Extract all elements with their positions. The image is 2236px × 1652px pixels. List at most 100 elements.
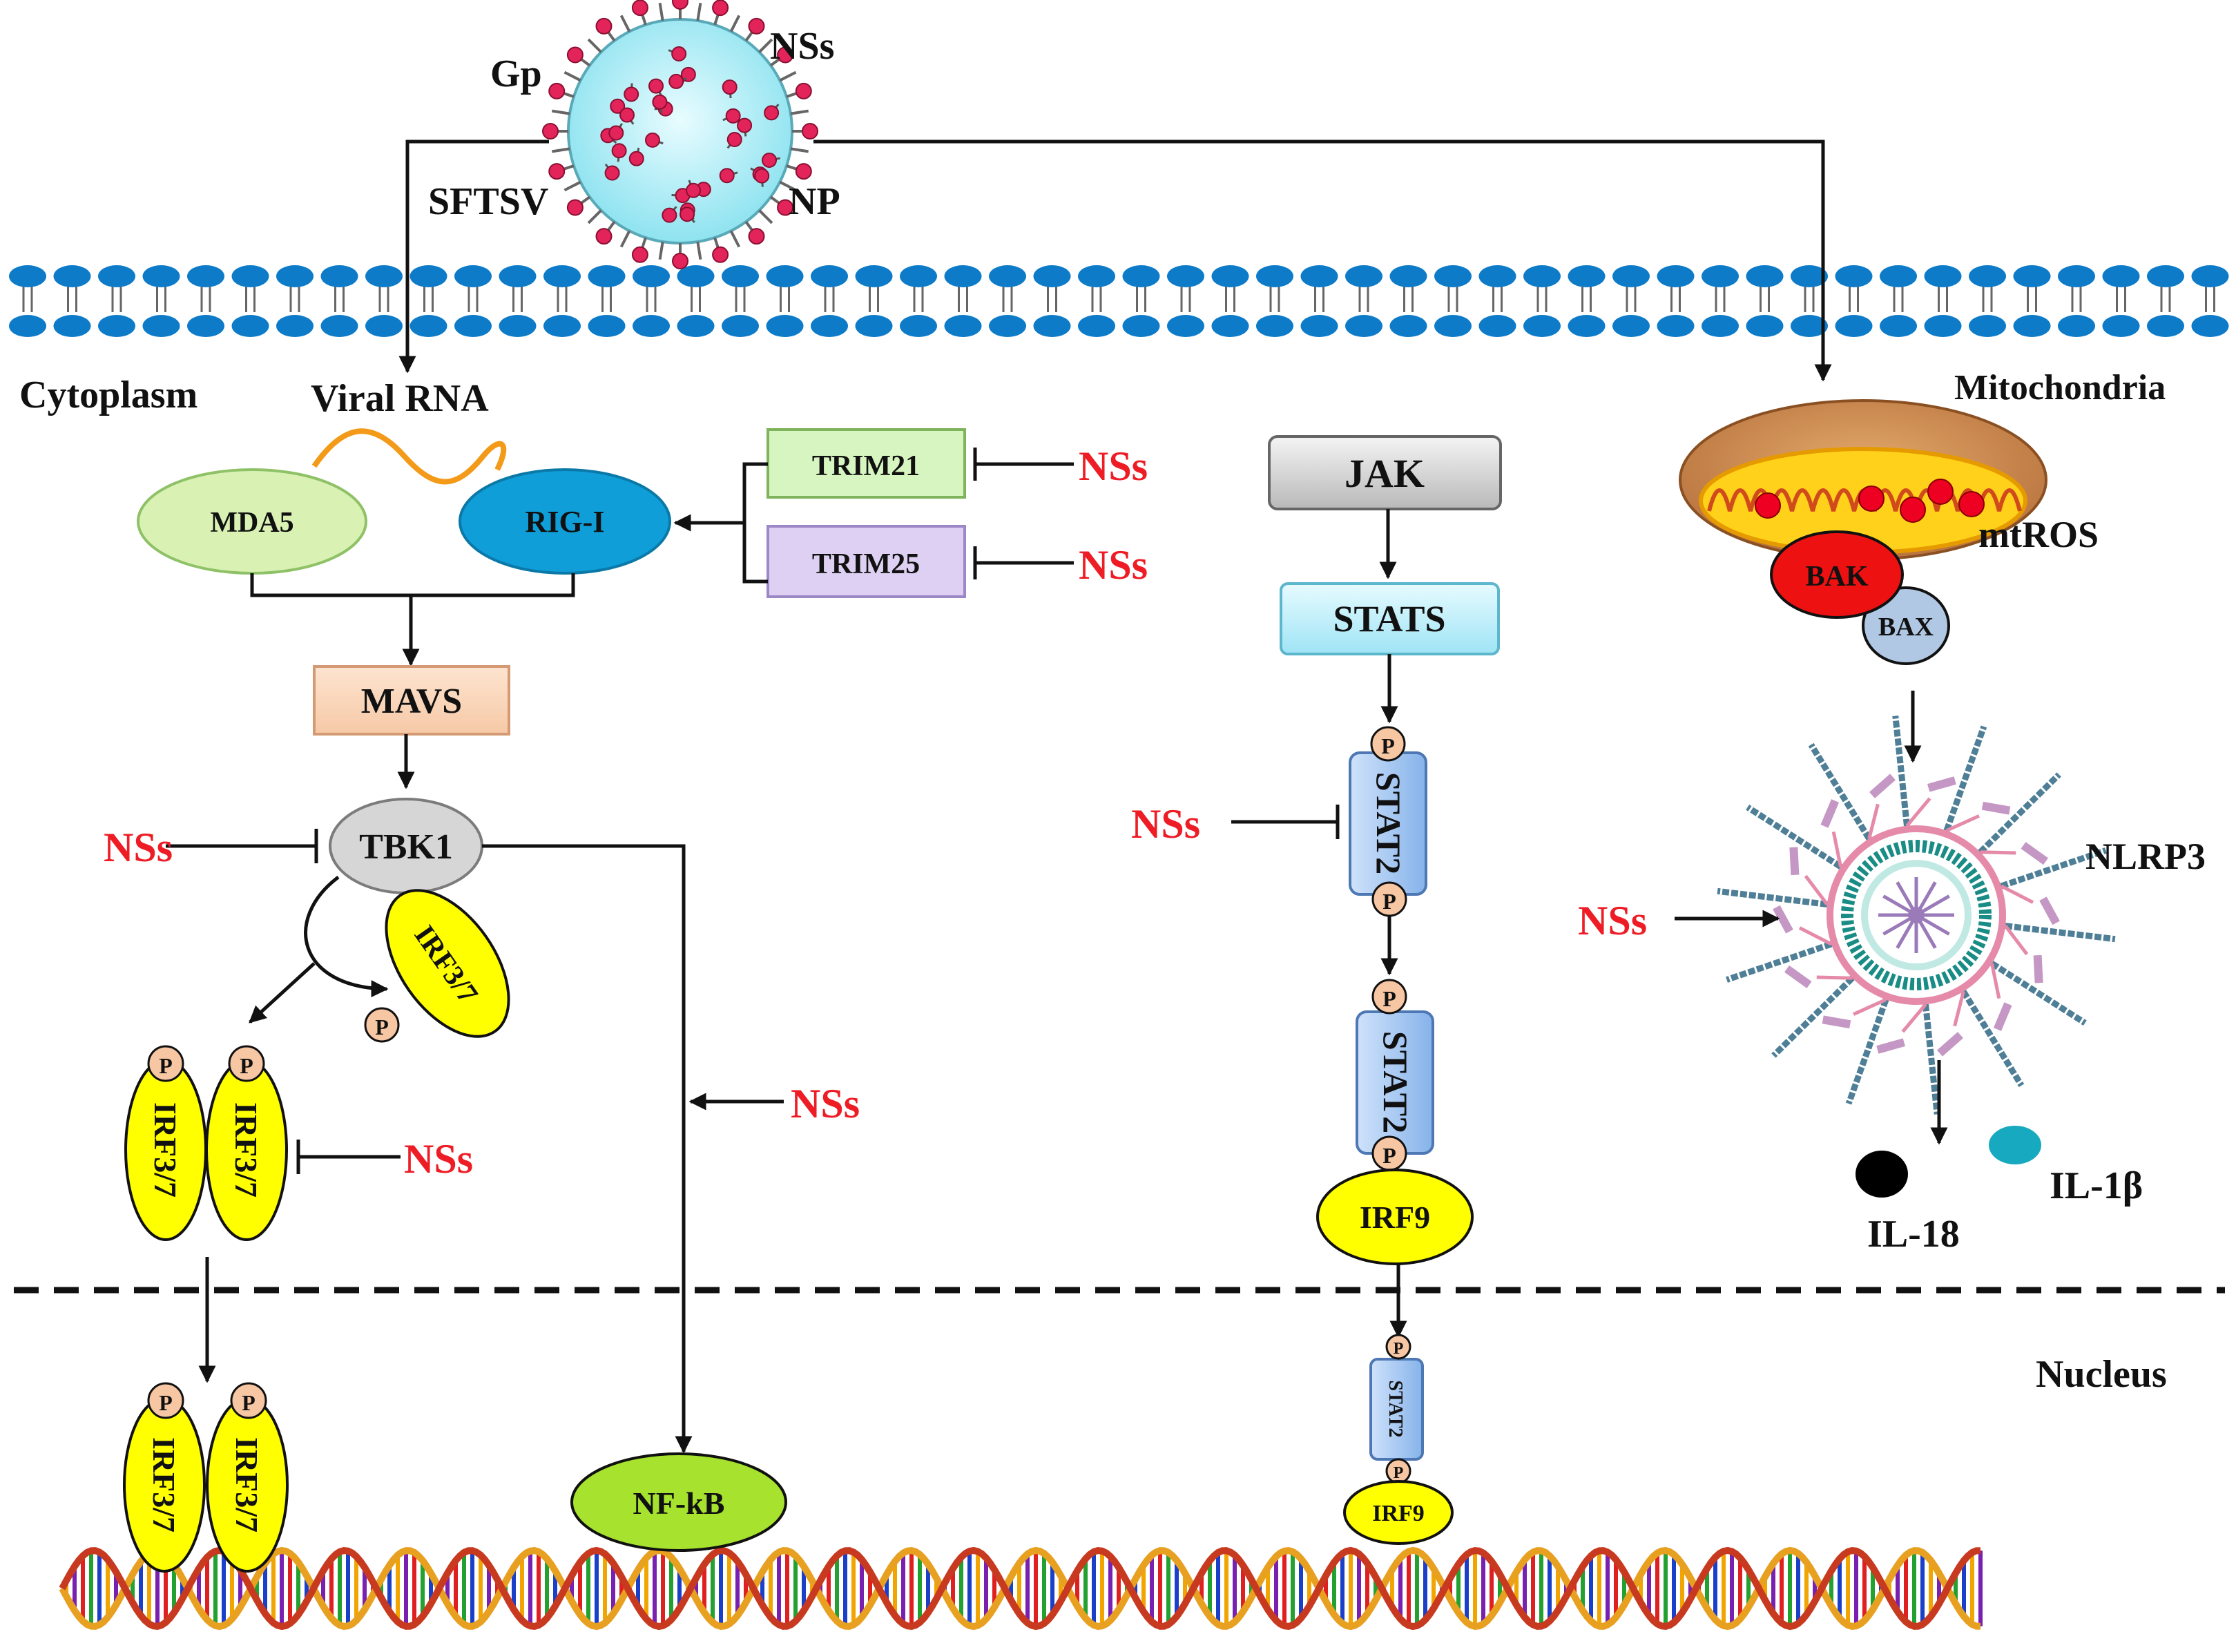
lipid-head: [989, 315, 1026, 337]
lipid-head: [1523, 315, 1561, 337]
lipid-head: [1924, 315, 1962, 337]
irf-dimerization-arrow: [249, 962, 316, 1024]
svg-text:P: P: [159, 1053, 173, 1078]
tbk1-label: TBK1: [359, 827, 453, 867]
stat2-node-nucleus: STAT2 P P: [1369, 1334, 1424, 1484]
lipid-head: [1256, 315, 1293, 337]
lipid-head: [1033, 315, 1071, 337]
irf9-node-nucleus: [1343, 1480, 1454, 1545]
lipid-head: [231, 265, 269, 287]
viral-rna-strand: [311, 428, 507, 485]
nss-irf37-label: NSs: [404, 1136, 473, 1182]
lipid-head: [2191, 315, 2229, 337]
il1b-molecule: [1989, 1126, 2041, 1164]
svg-text:P: P: [242, 1390, 256, 1415]
stats-label: STATS: [1333, 598, 1445, 640]
lipid-head: [811, 265, 848, 287]
nss-nfkb-label: NSs: [791, 1081, 860, 1126]
svg-text:STAT2: STAT2: [1376, 1031, 1415, 1133]
lipid-head: [2191, 265, 2229, 287]
lipid-head: [1969, 265, 2006, 287]
lipid-head: [1345, 265, 1382, 287]
lipid-head: [454, 315, 492, 337]
nss-nlrp3-label: NSs: [1578, 898, 1647, 943]
lipid-head: [1478, 265, 1516, 287]
svg-text:IRF3/7: IRF3/7: [229, 1102, 264, 1198]
lipid-head: [1657, 265, 1695, 287]
lipid-head: [722, 315, 759, 337]
bak-node: [1770, 530, 1904, 619]
lipid-head: [9, 315, 46, 337]
cell-membrane: [9, 265, 2229, 337]
mitochondria-label: Mitochondria: [1954, 368, 2166, 407]
svg-text:IRF3/7: IRF3/7: [146, 1437, 182, 1533]
lipid-head: [588, 315, 626, 337]
lipid-head: [187, 265, 224, 287]
lipid-head: [2013, 315, 2051, 337]
nss-trim21-label: NSs: [1079, 443, 1148, 489]
irf37-phospho-node: IRF3/7: [385, 889, 510, 1038]
lipid-head: [633, 315, 670, 337]
lipid-head: [1300, 265, 1338, 287]
nlrp3-inflammasome: [1717, 715, 2116, 1115]
lipid-head: [1568, 315, 1606, 337]
lipid-head: [9, 265, 46, 287]
lipid-head: [855, 315, 893, 337]
bak-label: BAK: [1805, 561, 1868, 593]
svg-text:P: P: [1381, 733, 1395, 758]
svg-text:STAT2: STAT2: [1369, 772, 1408, 874]
lipid-head: [677, 315, 715, 337]
svg-text:IRF3/7: IRF3/7: [229, 1437, 264, 1533]
jak-label: JAK: [1345, 451, 1425, 496]
lipid-head: [1568, 265, 1606, 287]
lipid-head: [1033, 265, 1071, 287]
lipid-head: [454, 265, 492, 287]
virus-nss-label: NSs: [770, 25, 834, 68]
lipid-head: [1256, 265, 1293, 287]
lipid-head: [1300, 315, 1338, 337]
lipid-head: [1746, 315, 1784, 337]
lipid-head: [1167, 265, 1204, 287]
lipid-head: [231, 315, 269, 337]
tbk1-to-nfkb-arrow: [482, 844, 693, 1454]
mda5-label: MDA5: [210, 507, 293, 539]
cytoplasm-label: Cytoplasm: [19, 374, 197, 416]
sftsv-label: SFTSV: [428, 180, 548, 223]
lipid-head: [142, 315, 180, 337]
lipid-head: [499, 315, 537, 337]
lipid-head: [766, 315, 804, 337]
irf37-dimer-cytoplasm: IRF3/7 IRF3/7 P P: [124, 1045, 288, 1241]
lipid-head: [365, 265, 403, 287]
svg-text:P: P: [1382, 889, 1396, 914]
rigi-label: RIG-I: [526, 505, 605, 539]
lipid-head: [811, 315, 848, 337]
lipid-head: [1657, 315, 1695, 337]
lipid-head: [409, 265, 447, 287]
lipid-head: [2058, 315, 2095, 337]
svg-text:P: P: [1382, 986, 1396, 1011]
lipid-head: [1078, 315, 1115, 337]
lipid-head: [2102, 315, 2140, 337]
lipid-head: [944, 315, 982, 337]
svg-text:P: P: [159, 1390, 173, 1415]
lipid-head: [1122, 265, 1160, 287]
lipid-head: [1702, 315, 1739, 337]
lipid-head: [1434, 315, 1472, 337]
trim-bracket: [697, 462, 768, 584]
irf37-dimer-nucleus: IRF3/7 IRF3/7 P P: [123, 1382, 289, 1573]
lipid-head: [1791, 315, 1828, 337]
lipid-head: [1211, 265, 1249, 287]
trim25-node: [767, 525, 966, 598]
viral-rna-label: Viral RNA: [311, 377, 489, 420]
virus-to-mitochondria-arrow: [813, 140, 1832, 382]
dna-helix: [59, 1546, 1983, 1631]
virus-to-rna-arrow: [398, 140, 549, 374]
lipid-head: [543, 265, 581, 287]
svg-text:STAT2: STAT2: [1385, 1381, 1406, 1438]
lipid-head: [499, 265, 537, 287]
lipid-head: [944, 265, 982, 287]
lipid-head: [142, 265, 180, 287]
lipid-head: [2147, 265, 2184, 287]
il18-label: IL-18: [1867, 1213, 1960, 1256]
